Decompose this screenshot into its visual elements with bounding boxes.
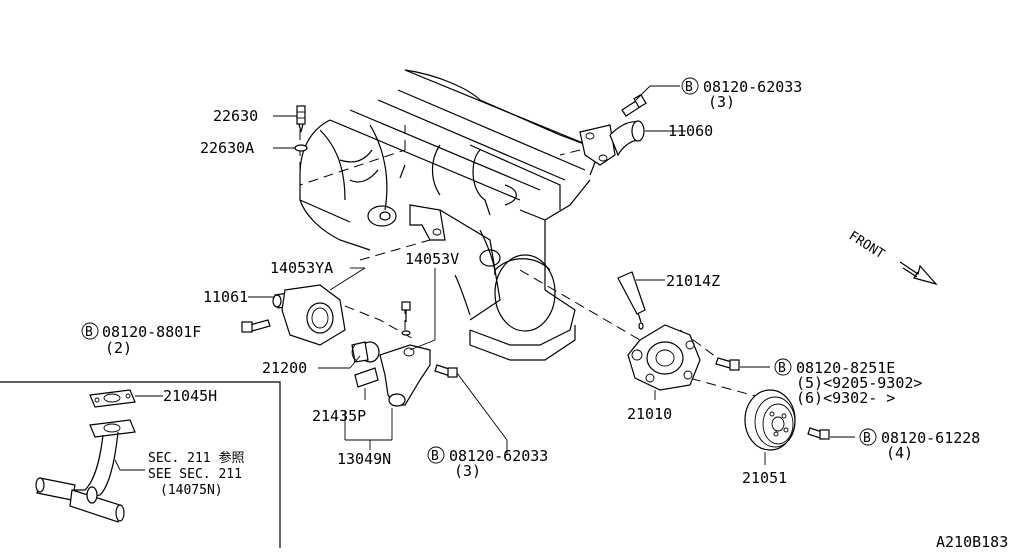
- leader-lines: [114, 85, 855, 471]
- thermostat-gasket-21435p: [354, 367, 379, 388]
- bolt-callout-left: B 08120-8801F (2): [81, 322, 201, 357]
- thermostat-housing-13049n: [379, 344, 431, 407]
- label-13049n: 13049N: [337, 450, 391, 468]
- label-sec-en: SEE SEC. 211: [148, 467, 242, 482]
- bolt-center: [401, 301, 411, 336]
- label-bolt-left-qty: (2): [105, 339, 132, 357]
- bolt-callout-right-1: B 08120-8251E (5)<9205-9302> (6)<9302- >: [774, 358, 922, 407]
- bolt-symbol-icon: [81, 322, 99, 340]
- label-bolt-right1-line2: (5)<9205-9302>: [796, 374, 922, 392]
- label-bolt-right2-qty: (4): [886, 444, 913, 462]
- label-bolt-top-qty: (3): [708, 93, 735, 111]
- label-sec-jp: SEC. 211 参照: [148, 450, 244, 466]
- water-pump-21010: [627, 324, 701, 391]
- bolt-symbol-right-2: B: [863, 431, 871, 446]
- label-11060: 11060: [668, 122, 713, 140]
- label-21010: 21010: [627, 405, 672, 423]
- pulley-21051: [744, 389, 796, 451]
- label-21200: 21200: [262, 359, 307, 377]
- label-sec-part: (14075N): [160, 483, 223, 498]
- bolt-symbol-left: B: [85, 325, 93, 340]
- thermostat-21200: [351, 341, 380, 363]
- part-labels: 22630 22630A B 08120-62033 (3) 11060 140…: [81, 77, 1008, 551]
- label-bolt-top-number: 08120-62033: [703, 78, 802, 96]
- water-inlet-11061: [272, 284, 346, 346]
- label-21014z: 21014Z: [666, 272, 720, 290]
- label-bolt-left-number: 08120-8801F: [102, 323, 201, 341]
- label-11061: 11061: [203, 288, 248, 306]
- label-bolt-right1-line3: (6)<9302- >: [796, 389, 895, 407]
- label-21045h: 21045H: [163, 387, 217, 405]
- bolt-callout-bottom: B 08120-62033 (3): [427, 446, 548, 480]
- temperature-sensor: [296, 105, 306, 133]
- engine-block: [299, 69, 601, 361]
- gasket-21045h: [89, 389, 136, 408]
- bolt-symbol-icon: [427, 446, 445, 464]
- label-21051: 21051: [742, 469, 787, 487]
- sealant-tube-21014z: [617, 271, 646, 330]
- bolt-pulley: [807, 427, 830, 440]
- front-label: FRONT: [846, 229, 887, 263]
- label-bolt-bottom-qty: (3): [454, 462, 481, 480]
- label-21435p: 21435P: [312, 407, 366, 425]
- inset-panel: [0, 381, 281, 548]
- label-bolt-right2-number: 08120-61228: [881, 429, 980, 447]
- label-22630a: 22630A: [200, 139, 254, 157]
- bolt-pump: [715, 357, 740, 371]
- bolt-symbol-bottom: B: [431, 449, 439, 464]
- diagram-code: A210B183: [936, 533, 1008, 551]
- bolt-symbol-top: B: [685, 80, 693, 95]
- bolt-symbol-icon: [774, 358, 792, 376]
- bolt-top: [621, 93, 647, 117]
- dashed-leaders: [299, 125, 771, 401]
- bolt-symbol-right-1: B: [778, 361, 786, 376]
- sensor-washer: [294, 144, 308, 152]
- label-14053v: 14053V: [405, 250, 459, 268]
- bolt-symbol-icon: [859, 428, 877, 446]
- front-arrow-icon: [899, 261, 938, 286]
- label-14053ya: 14053YA: [270, 259, 333, 277]
- label-22630: 22630: [213, 107, 258, 125]
- label-bolt-right1-number: 08120-8251E: [796, 359, 895, 377]
- bolt-symbol-icon: [681, 77, 699, 95]
- front-direction-indicator: FRONT: [846, 229, 938, 286]
- water-outlet-11060: [579, 120, 645, 166]
- water-pipe-14075n: [35, 419, 136, 523]
- bolt-bottom: [434, 364, 458, 378]
- label-bolt-bottom-number: 08120-62033: [449, 447, 548, 465]
- bolt-callout-top: B 08120-62033 (3): [681, 77, 802, 111]
- bolt-callout-right-2: B 08120-61228 (4): [859, 428, 980, 462]
- bolt-left: [241, 319, 271, 333]
